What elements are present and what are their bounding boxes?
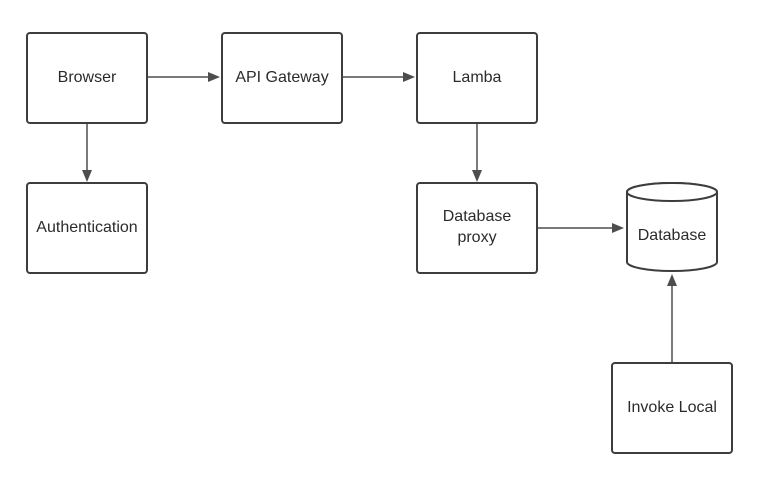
node-database-proxy[interactable]: Database proxy [416, 182, 538, 274]
edge-browser-to-api-gateway [147, 72, 220, 82]
node-database[interactable]: Database [626, 182, 718, 272]
node-browser-label: Browser [58, 69, 117, 86]
node-lamba-label: Lamba [453, 69, 502, 86]
node-invoke-local-label: Invoke Local [627, 399, 717, 416]
node-api-gateway[interactable]: API Gateway [221, 32, 343, 124]
node-database-label: Database [638, 227, 707, 244]
edge-lamba-to-database-proxy [472, 123, 482, 182]
node-database-proxy-label-line2: proxy [457, 229, 496, 246]
edge-browser-to-authentication [82, 123, 92, 182]
node-database-proxy-label-line1: Database [443, 208, 512, 225]
edge-invoke-local-to-database [667, 274, 677, 362]
node-api-gateway-label: API Gateway [235, 69, 328, 86]
node-authentication-label: Authentication [36, 219, 137, 236]
node-invoke-local[interactable]: Invoke Local [611, 362, 733, 454]
edge-database-proxy-to-database [537, 223, 624, 233]
node-lamba[interactable]: Lamba [416, 32, 538, 124]
node-browser[interactable]: Browser [26, 32, 148, 124]
edge-api-gateway-to-lamba [342, 72, 415, 82]
database-cylinder-top [626, 182, 718, 202]
node-authentication[interactable]: Authentication [26, 182, 148, 274]
